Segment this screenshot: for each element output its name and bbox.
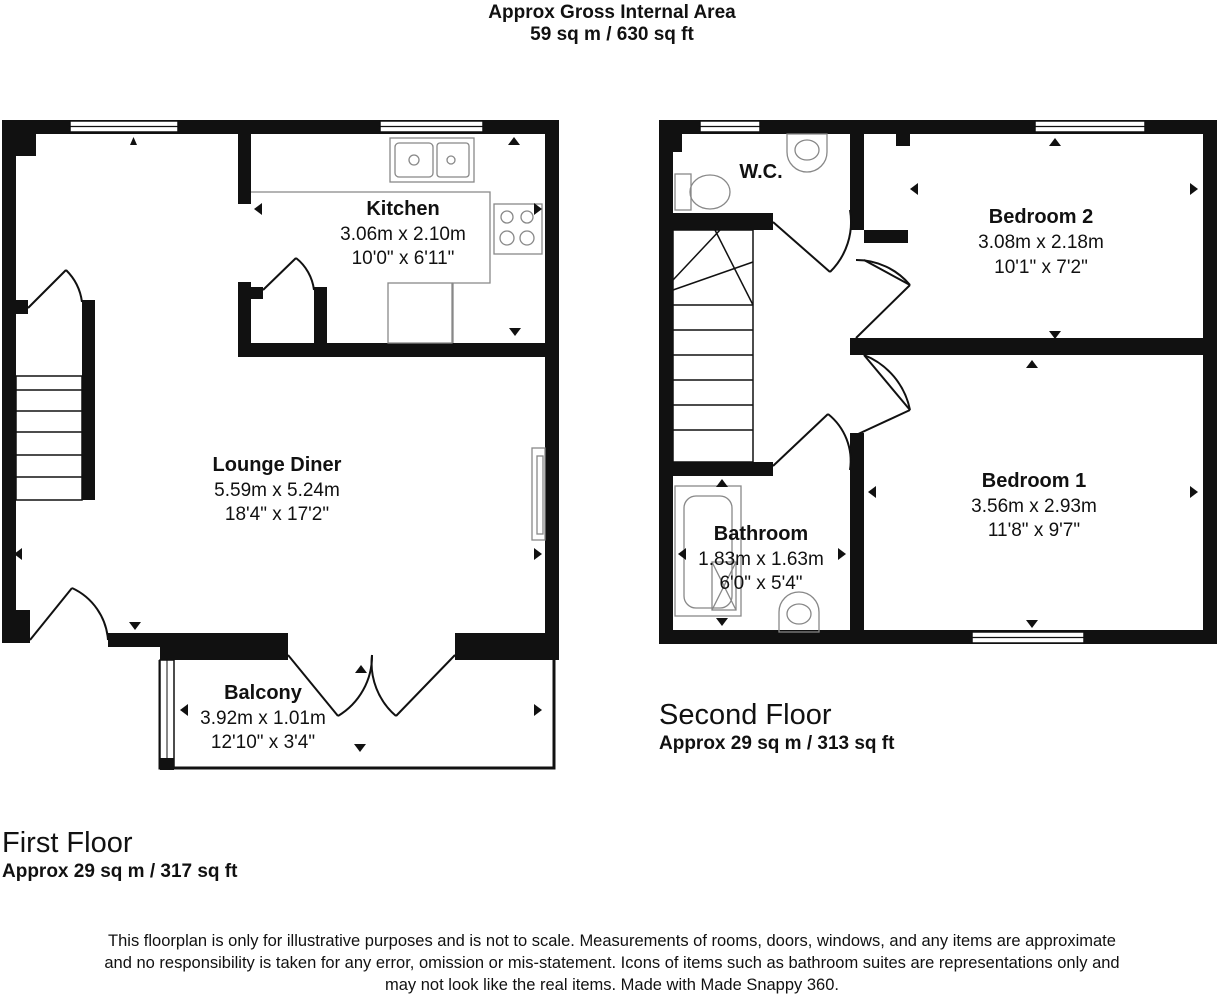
room-name-wc: W.C. — [739, 161, 782, 183]
room-imperial-lounge-diner: 18'4" x 17'2" — [225, 504, 329, 525]
first-floor-caption: First Floor Approx 29 sq m / 317 sq ft — [2, 826, 237, 884]
second-floor-title: Second Floor — [659, 699, 832, 731]
disclaimer-line: This floorplan is only for illustrative … — [108, 932, 1116, 950]
first-floor-area: Approx 29 sq m / 317 sq ft — [2, 861, 238, 882]
gross-area-header: Approx Gross Internal Area 59 sq m / 630… — [0, 2, 1224, 46]
room-imperial-balcony: 12'10" x 3'4" — [211, 732, 315, 753]
gross-area-value: 59 sq m / 630 sq ft — [530, 24, 694, 45]
room-imperial-bedroom-2: 10'1" x 7'2" — [994, 257, 1088, 278]
room-name-kitchen: Kitchen — [366, 198, 439, 220]
room-metric-balcony: 3.92m x 1.01m — [200, 708, 326, 729]
room-imperial-bedroom-1: 11'8" x 9'7" — [988, 520, 1080, 541]
disclaimer: This floorplan is only for illustrative … — [30, 930, 1194, 996]
room-name-balcony: Balcony — [224, 682, 303, 704]
second-floor-caption: Second Floor Approx 29 sq m / 313 sq ft — [659, 698, 894, 756]
room-name-bedroom-2: Bedroom 2 — [989, 206, 1093, 228]
room-name-bathroom: Bathroom — [714, 523, 808, 545]
first-floor-plan — [2, 120, 559, 770]
room-metric-lounge-diner: 5.59m x 5.24m — [214, 480, 340, 501]
gross-area-title: Approx Gross Internal Area — [488, 2, 736, 23]
first-floor-title: First Floor — [2, 827, 133, 859]
room-metric-bathroom: 1.83m x 1.63m — [698, 549, 824, 570]
room-imperial-bathroom: 6'0" x 5'4" — [719, 573, 802, 594]
room-metric-bedroom-2: 3.08m x 2.18m — [978, 232, 1104, 253]
disclaimer-line: may not look like the real items. Made w… — [385, 976, 839, 994]
room-name-lounge-diner: Lounge Diner — [213, 454, 342, 476]
room-imperial-kitchen: 10'0" x 6'11" — [352, 248, 455, 269]
room-name-bedroom-1: Bedroom 1 — [982, 470, 1086, 492]
second-floor-area: Approx 29 sq m / 313 sq ft — [659, 733, 895, 754]
room-metric-bedroom-1: 3.56m x 2.93m — [971, 496, 1097, 517]
disclaimer-line: and no responsibility is taken for any e… — [104, 954, 1120, 972]
room-metric-kitchen: 3.06m x 2.10m — [340, 224, 466, 245]
second-floor-plan — [659, 120, 1217, 644]
